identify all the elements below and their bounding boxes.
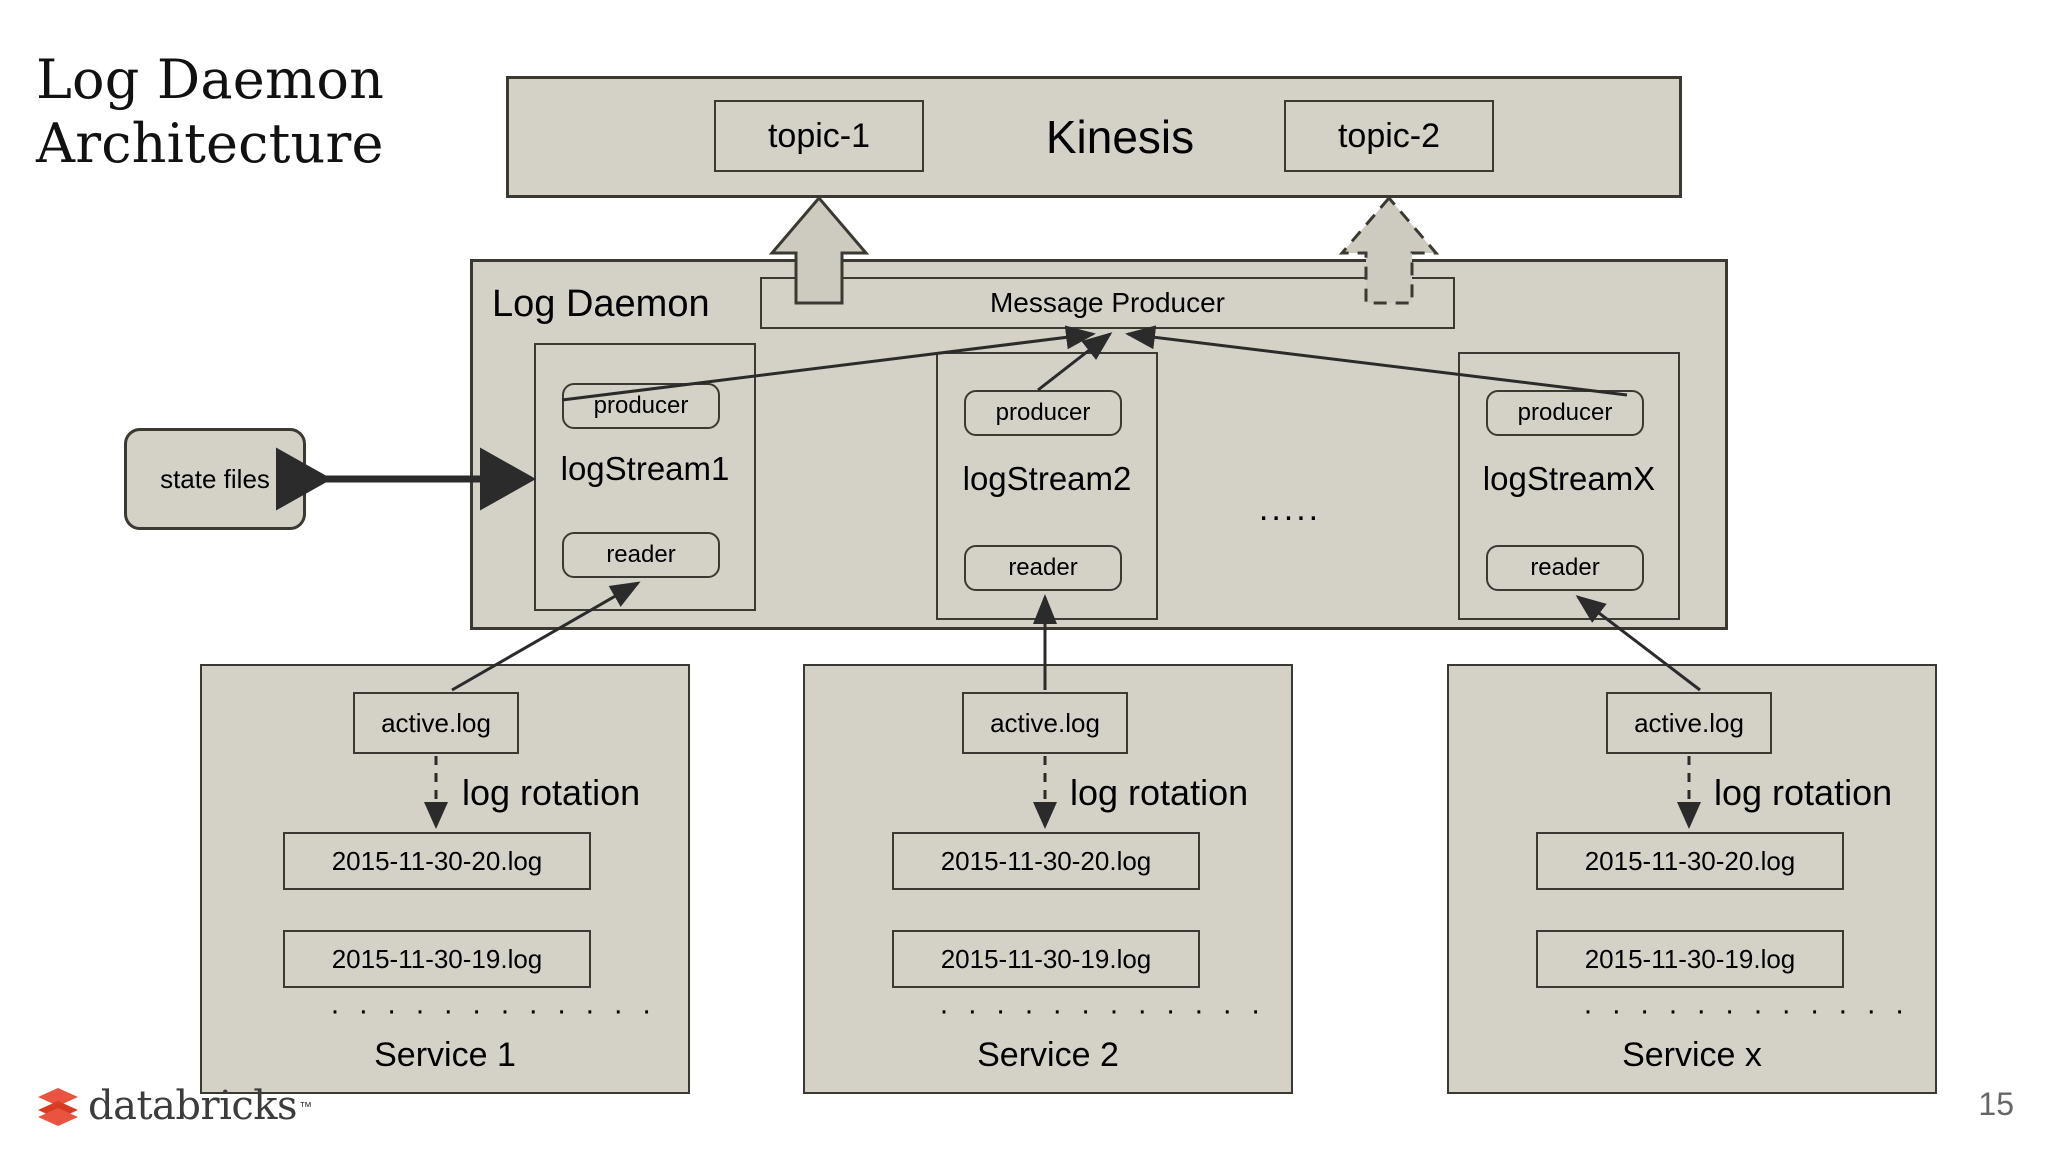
logstream-x-name: logStreamX xyxy=(1482,460,1656,497)
reader-chip-1: reader xyxy=(562,532,720,578)
databricks-logo: databricks ™ xyxy=(36,1083,312,1129)
stream-ellipsis: ..... xyxy=(1258,490,1322,528)
rotated-log-box-1-0: 2015-11-30-20.log xyxy=(283,832,591,890)
service-1-dots: · · · · · · · · · · · · xyxy=(330,994,657,1027)
message-producer-box: Message Producer xyxy=(760,277,1455,329)
databricks-trademark: ™ xyxy=(299,1098,313,1114)
service-2-name: Service 2 xyxy=(977,1036,1119,1074)
logstream-2-name: logStream2 xyxy=(962,460,1132,497)
reader-chip-2: reader xyxy=(964,545,1122,591)
log-rotation-label-x: log rotation xyxy=(1714,772,1893,813)
rotated-log-box-x-1: 2015-11-30-19.log xyxy=(1536,930,1844,988)
reader-chip-x: reader xyxy=(1486,545,1644,591)
rotated-log-box-1-1: 2015-11-30-19.log xyxy=(283,930,591,988)
page-title-line-1: Log Daemon xyxy=(36,48,385,111)
active-log-box-1: active.log xyxy=(353,692,519,754)
kinesis-label: Kinesis xyxy=(1045,111,1195,163)
service-1-name: Service 1 xyxy=(374,1036,516,1074)
producer-chip-x: producer xyxy=(1486,390,1644,436)
service-x-name: Service x xyxy=(1622,1036,1762,1074)
active-log-box-x: active.log xyxy=(1606,692,1772,754)
state-files-box: state files xyxy=(124,428,306,530)
page-title-line-2: Architecture xyxy=(36,111,384,175)
service-x-dots: · · · · · · · · · · · · xyxy=(1583,994,1910,1027)
topic-2-box: topic-2 xyxy=(1284,100,1494,172)
databricks-wordmark: databricks xyxy=(88,1083,298,1129)
rotated-log-box-2-0: 2015-11-30-20.log xyxy=(892,832,1200,890)
log-daemon-label: Log Daemon xyxy=(492,283,710,325)
logstream-1-name: logStream1 xyxy=(560,450,730,487)
log-rotation-label-1: log rotation xyxy=(462,772,641,813)
producer-chip-1: producer xyxy=(562,383,720,429)
rotated-log-box-2-1: 2015-11-30-19.log xyxy=(892,930,1200,988)
page-number: 15 xyxy=(1978,1086,2014,1122)
page-title: Log Daemon Architecture xyxy=(36,48,476,175)
service-2-dots: · · · · · · · · · · · · xyxy=(939,994,1266,1027)
active-log-box-2: active.log xyxy=(962,692,1128,754)
producer-chip-2: producer xyxy=(964,390,1122,436)
rotated-log-box-x-0: 2015-11-30-20.log xyxy=(1536,832,1844,890)
databricks-bricks-icon xyxy=(38,1088,78,1126)
topic-1-box: topic-1 xyxy=(714,100,924,172)
log-rotation-label-2: log rotation xyxy=(1070,772,1249,813)
